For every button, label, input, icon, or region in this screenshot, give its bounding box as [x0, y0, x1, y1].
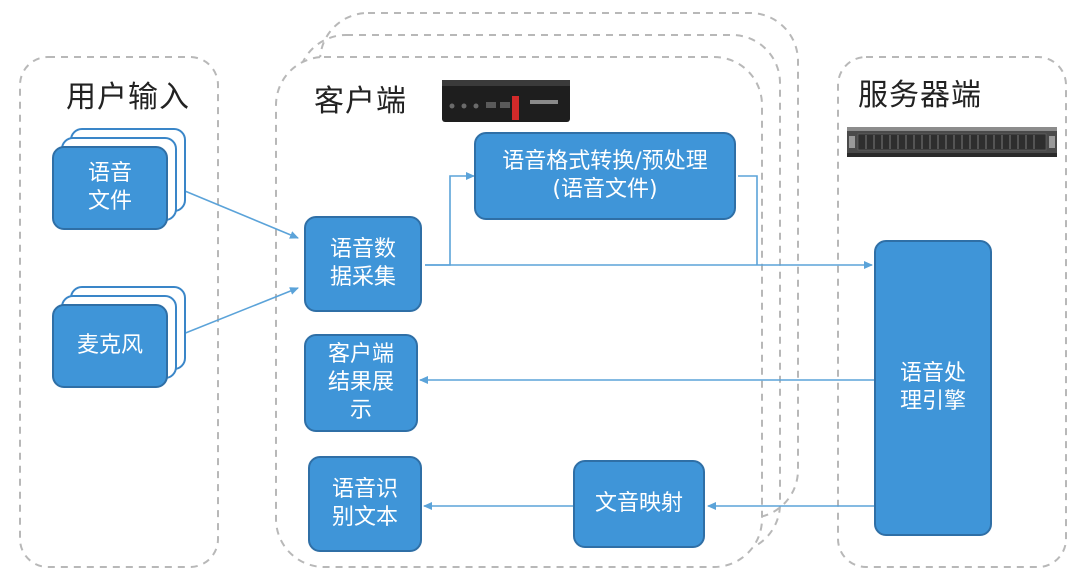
data-collect-label: 语音数 据采集 [329, 237, 396, 290]
engine-label: 语音处 理引擎 [899, 361, 966, 414]
format-convert-label: 语音格式转换/预处理 (语音文件) [502, 149, 708, 202]
arrow-collect-to-convert [425, 172, 475, 266]
client-title: 客户端 [314, 84, 407, 119]
user-input-title: 用户输入 [66, 80, 190, 115]
recognized-text-label: 语音识 别文本 [331, 477, 398, 530]
server-title: 服务器端 [858, 78, 982, 113]
voice-file-label: 语音 文件 [87, 161, 132, 214]
line-convert-to-main [738, 175, 758, 265]
client-display-label: 客户端 结果展 示 [327, 342, 394, 423]
mini-pc-image [442, 80, 570, 122]
text-mapping-box: 文音映射 [573, 460, 705, 548]
arrow-file-to-collect [167, 183, 299, 239]
client-display-box: 客户端 结果展 示 [304, 334, 418, 432]
format-convert-box: 语音格式转换/预处理 (语音文件) [474, 132, 736, 220]
text-mapping-label: 文音映射 [594, 491, 683, 516]
microphone-box: 麦克风 [52, 304, 168, 388]
recognized-text-box: 语音识 别文本 [308, 456, 422, 552]
rack-server-image [847, 127, 1057, 157]
arrow-mic-to-collect [167, 287, 299, 341]
data-collect-box: 语音数 据采集 [304, 216, 422, 312]
microphone-label: 麦克风 [76, 333, 143, 358]
voice-file-box: 语音 文件 [52, 146, 168, 230]
engine-box: 语音处 理引擎 [874, 240, 992, 536]
